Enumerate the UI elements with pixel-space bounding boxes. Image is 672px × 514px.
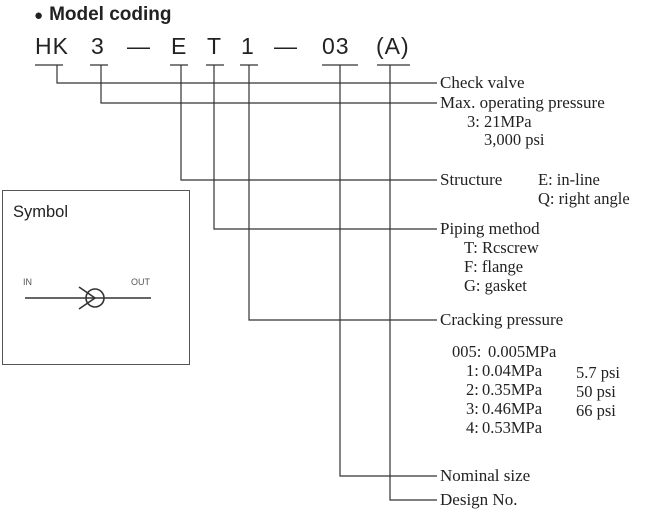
- symbol-title: Symbol: [13, 203, 69, 221]
- cracking-row-mpa: 0.35MPa: [482, 380, 543, 399]
- code-piping: T: [207, 33, 223, 59]
- cracking-row-code: 1:: [466, 361, 479, 380]
- structure-option-e: E: in-line: [538, 170, 600, 189]
- title-text: Model coding: [49, 4, 172, 25]
- cracking-row-code: 3:: [466, 399, 479, 418]
- piping-option-g: G: gasket: [464, 276, 527, 295]
- check-valve-label: Check valve: [440, 73, 525, 92]
- code-dash-1: —: [127, 33, 151, 59]
- code-size: 03: [322, 33, 350, 59]
- code-dash-2: —: [274, 33, 298, 59]
- cracking-row-mpa: 0.005MPa: [488, 342, 557, 361]
- nominal-size-label: Nominal size: [440, 466, 531, 485]
- code-structure: E: [171, 33, 188, 59]
- max-pressure-mpa: 3: 21MPa: [467, 112, 532, 131]
- cracking-row-mpa: 0.53MPa: [482, 418, 543, 437]
- cracking-row-psi: 5.7 psi: [576, 363, 621, 382]
- piping-option-t: T: Rcscrew: [464, 238, 539, 257]
- piping-option-f: F: flange: [464, 257, 524, 276]
- structure-option-q: Q: right angle: [538, 189, 630, 208]
- code-cracking: 1: [241, 33, 255, 59]
- design-no-label: Design No.: [440, 490, 518, 509]
- code-series: HK: [35, 33, 69, 59]
- cracking-row-code: 005:: [452, 342, 482, 361]
- bullet-icon: ●: [34, 7, 44, 24]
- code-design: (A): [376, 33, 410, 59]
- check-valve-symbol-icon: [25, 286, 151, 310]
- port-out-label: OUT: [131, 277, 150, 287]
- cracking-row-mpa: 0.46MPa: [482, 399, 543, 418]
- cracking-row-code: 4:: [466, 418, 479, 437]
- code-pressure: 3: [91, 33, 105, 59]
- max-pressure-psi: 3,000 psi: [484, 130, 545, 149]
- port-in-label: IN: [23, 277, 32, 287]
- cracking-row-code: 2:: [466, 380, 479, 399]
- cracking-row-psi: 50 psi: [576, 382, 616, 401]
- max-pressure-label: Max. operating pressure: [440, 93, 605, 112]
- cracking-pressure-label: Cracking pressure: [440, 310, 564, 329]
- piping-method-label: Piping method: [440, 219, 540, 238]
- cracking-row-psi: 66 psi: [576, 401, 616, 420]
- cracking-row-mpa: 0.04MPa: [482, 361, 543, 380]
- model-coding-title: ● Model coding: [34, 4, 172, 26]
- symbol-box: Symbol IN OUT: [2, 190, 190, 365]
- structure-label: Structure: [440, 170, 503, 189]
